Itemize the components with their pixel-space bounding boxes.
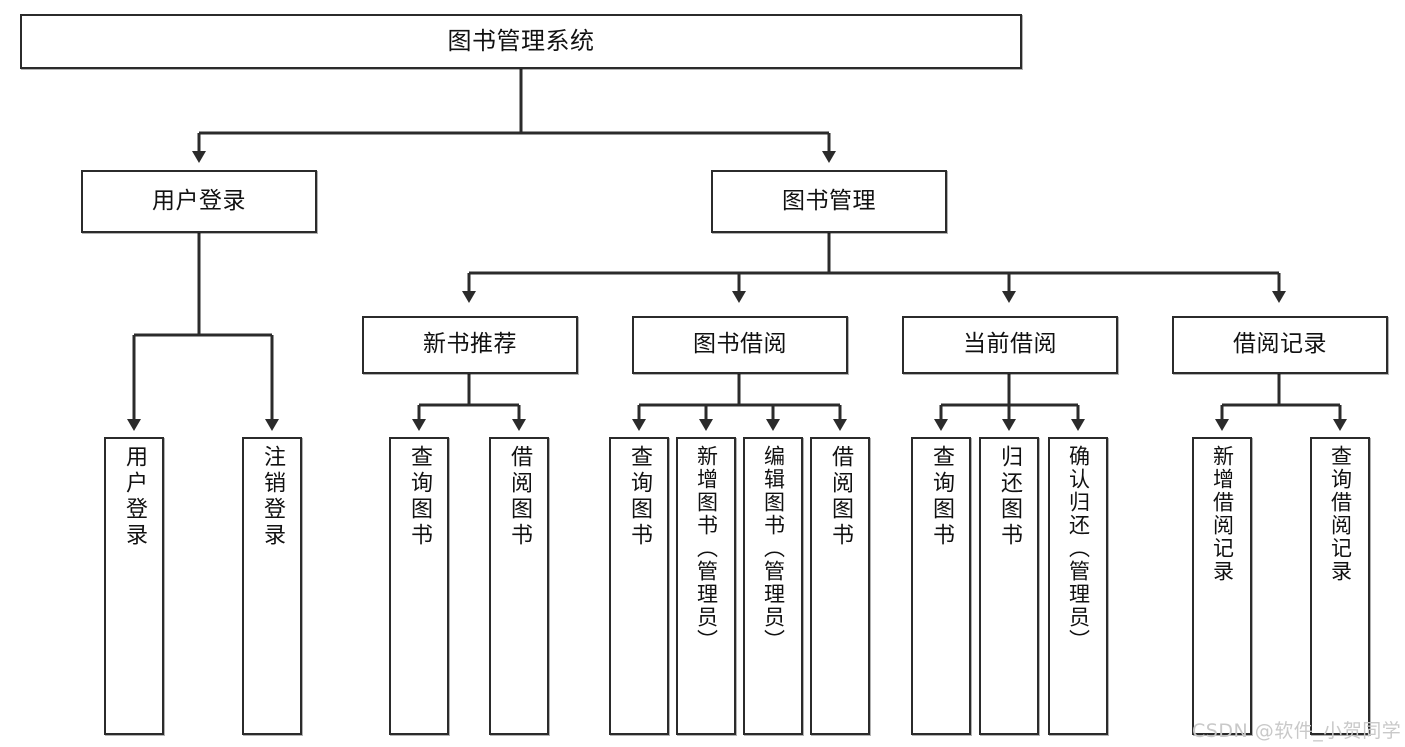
node-current-borrow-label: 当前借阅 (963, 331, 1057, 358)
node-leaf-query-book-recommendation[interactable]: 查询图书 (389, 437, 449, 735)
node-root-book-management-system[interactable]: 图书管理系统 (20, 14, 1022, 69)
node-leaf-add-borrow-record-label: 新增借阅记录 (1210, 445, 1235, 583)
node-leaf-user-login-label: 用户登录 (122, 445, 147, 549)
node-root-label: 图书管理系统 (447, 27, 595, 56)
node-leaf-borrow-book-recommendation-label: 借阅图书 (507, 445, 532, 549)
node-leaf-borrow-book-borrow-label: 借阅图书 (828, 445, 853, 549)
node-leaf-add-borrow-record[interactable]: 新增借阅记录 (1192, 437, 1252, 735)
node-book-manage[interactable]: 图书管理 (711, 170, 947, 233)
node-leaf-query-book-current[interactable]: 查询图书 (911, 437, 971, 735)
node-new-book-recommendation[interactable]: 新书推荐 (362, 316, 578, 374)
node-book-borrow-label: 图书借阅 (693, 331, 787, 358)
node-leaf-borrow-book-borrow[interactable]: 借阅图书 (810, 437, 870, 735)
node-leaf-return-book-label: 归还图书 (997, 445, 1022, 549)
node-leaf-confirm-return-admin-label: 确认归还（管理员） (1066, 445, 1091, 652)
node-leaf-query-book-current-label: 查询图书 (929, 445, 954, 549)
node-book-borrow[interactable]: 图书借阅 (632, 316, 848, 374)
node-leaf-logout-login-label: 注销登录 (260, 445, 285, 549)
node-leaf-query-book-borrow[interactable]: 查询图书 (609, 437, 669, 735)
node-leaf-query-borrow-record[interactable]: 查询借阅记录 (1310, 437, 1370, 735)
node-leaf-confirm-return-admin[interactable]: 确认归还（管理员） (1048, 437, 1108, 735)
node-leaf-add-book-admin[interactable]: 新增图书（管理员） (676, 437, 736, 735)
node-leaf-query-borrow-record-label: 查询借阅记录 (1328, 445, 1353, 583)
node-borrow-record[interactable]: 借阅记录 (1172, 316, 1388, 374)
node-leaf-query-book-borrow-label: 查询图书 (627, 445, 652, 549)
node-book-manage-label: 图书管理 (782, 187, 876, 214)
node-leaf-edit-book-admin[interactable]: 编辑图书（管理员） (743, 437, 803, 735)
node-leaf-add-book-admin-label: 新增图书（管理员） (694, 445, 719, 652)
node-user-login[interactable]: 用户登录 (81, 170, 317, 233)
node-leaf-logout-login[interactable]: 注销登录 (242, 437, 302, 735)
node-borrow-record-label: 借阅记录 (1233, 331, 1327, 358)
node-leaf-query-book-recommendation-label: 查询图书 (407, 445, 432, 549)
node-user-login-label: 用户登录 (152, 187, 246, 214)
csdn-watermark: CSDN @软件_小贺同学 (1192, 720, 1402, 742)
node-current-borrow[interactable]: 当前借阅 (902, 316, 1118, 374)
node-leaf-edit-book-admin-label: 编辑图书（管理员） (761, 445, 786, 652)
node-leaf-return-book[interactable]: 归还图书 (979, 437, 1039, 735)
node-leaf-borrow-book-recommendation[interactable]: 借阅图书 (489, 437, 549, 735)
node-leaf-user-login[interactable]: 用户登录 (104, 437, 164, 735)
node-new-book-recommendation-label: 新书推荐 (423, 331, 517, 358)
